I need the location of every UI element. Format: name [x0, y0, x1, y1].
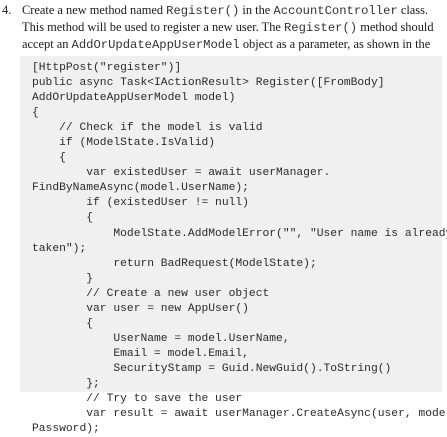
code-line: Email = model.Email,: [32, 347, 249, 360]
code-line: [HttpPost("register")]: [32, 62, 182, 74]
instruction-text: in the: [239, 3, 274, 17]
code-line: taken");: [32, 242, 87, 255]
code-line: if (existedUser != null): [32, 197, 249, 210]
inline-code: AddOrUpdateAppUserModel: [71, 38, 240, 52]
instruction-text: class. This method will be used to regis…: [22, 3, 428, 34]
code-line: {: [32, 152, 66, 165]
step-number: 4.: [2, 3, 12, 17]
code-block: [HttpPost("register")] public async Task<…: [20, 56, 447, 435]
inline-code: Register(): [283, 21, 358, 35]
code-line: var result = await userManager.CreateAsy…: [32, 408, 447, 421]
code-line: if (ModelState.IsValid): [32, 137, 216, 150]
instruction-text: method should accept an: [22, 20, 434, 51]
code-line: // Create a new user object: [32, 287, 270, 300]
code-line: {: [32, 317, 94, 330]
code-line: UserName = model.UserName,: [32, 332, 290, 345]
code-line: var user = new AppUser(): [32, 302, 249, 315]
code-line: SecurityStamp = Guid.NewGuid().ToString(…: [32, 362, 392, 375]
code-line: };: [32, 377, 100, 390]
code-line: {: [32, 212, 94, 225]
inline-code: AccountController: [273, 4, 398, 18]
step-text: Create a new method named Register() in …: [22, 2, 442, 69]
instruction-text: Create a new method named: [22, 3, 167, 17]
inline-code: Register(): [166, 4, 240, 18]
code-line: AddOrUpdateAppUserModel model): [32, 92, 236, 105]
code-line: // Check if the model is valid: [32, 122, 263, 135]
code-line: ModelState.AddModelError("", "User name …: [32, 227, 447, 240]
code-line: public async Task<IActionResult> Registe…: [32, 77, 385, 90]
code-line: Password);: [32, 423, 100, 436]
code-line: var existedUser = await userManager.: [32, 167, 331, 180]
code-line: {: [32, 107, 39, 120]
code-line: return BadRequest(ModelState);: [32, 257, 317, 270]
code-line: FindByNameAsync(model.UserName);: [32, 182, 249, 195]
code-line: }: [32, 272, 94, 285]
